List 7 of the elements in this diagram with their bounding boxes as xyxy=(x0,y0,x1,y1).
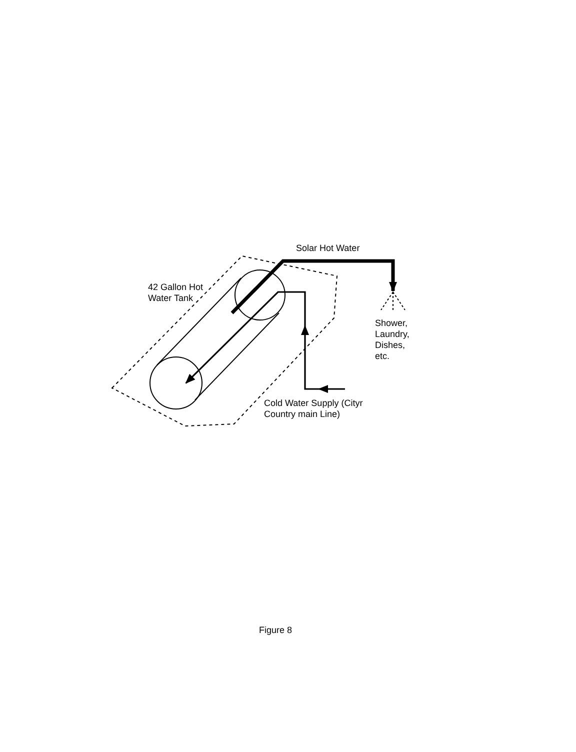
edge-label: Solar Hot Water xyxy=(296,243,360,253)
outlet-label: Shower, Laundry, Dishes, etc. xyxy=(375,318,410,362)
tank-label: 42 Gallon Hot Water Tank xyxy=(148,282,204,304)
pipe-arrow xyxy=(230,259,397,314)
pipe-arrow xyxy=(185,291,345,390)
supply-label: Cold Water Supply (Cityr Country main Line) xyxy=(264,398,364,420)
figure-caption: Figure 8 xyxy=(259,625,292,635)
